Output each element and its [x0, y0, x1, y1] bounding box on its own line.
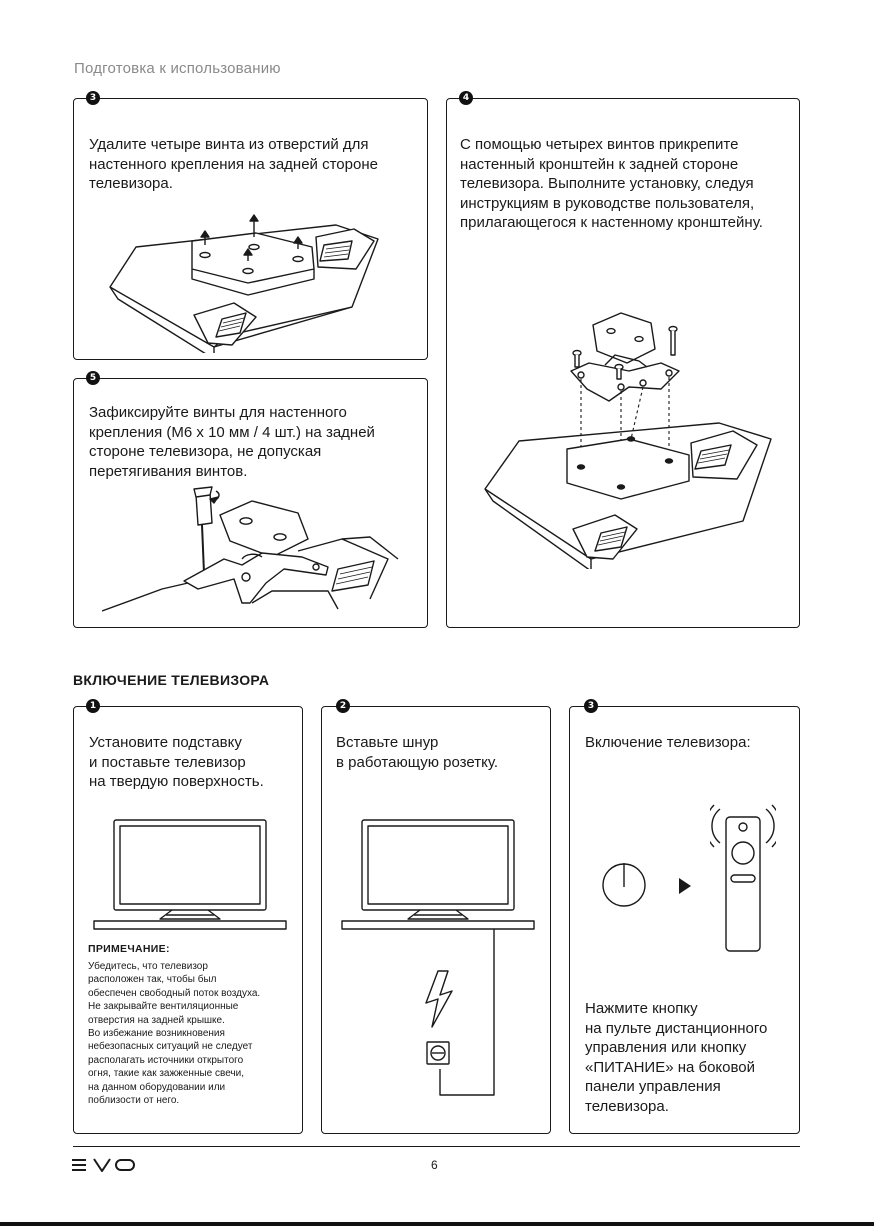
step-tighten-screws-box: 5 Зафиксируйте винты для настенного креп… — [73, 371, 428, 628]
remote-control-icon — [710, 804, 776, 952]
step-text: Вставьте шнур в работающую розетку. — [336, 734, 498, 771]
step-badge: 5 — [86, 371, 100, 385]
lightning-icon — [425, 970, 453, 1028]
brand-logo — [72, 1158, 135, 1172]
section-header: Подготовка к использованию — [74, 60, 281, 77]
step-badge: 3 — [86, 91, 100, 105]
step-place-tv-box: 1 Установите подставку и поставьте телев… — [73, 699, 303, 1134]
step-badge: 4 — [459, 91, 473, 105]
step-remove-screws-box: 3 Удалите четыре винта из отверстий для … — [73, 91, 428, 360]
step-text: Включение телевизора: — [585, 734, 751, 751]
tv-on-stand-icon — [341, 819, 535, 930]
step-text: Удалите четыре винта из отверстий для на… — [89, 136, 378, 192]
step-badge: 3 — [584, 699, 598, 713]
power-button-icon — [602, 863, 646, 907]
screw-removal-icon — [109, 214, 379, 353]
step-detail-text: Нажмите кнопку на пульте дистанционного … — [585, 1000, 768, 1115]
power-on-section-title: ВКЛЮЧЕНИЕ ТЕЛЕВИЗОРА — [73, 672, 270, 688]
note-title: ПРИМЕЧАНИЕ: — [88, 943, 170, 955]
step-turn-on-box: 3 Включение телевизора: Нажмите кнопку н… — [569, 699, 800, 1134]
step-text: С помощью четырех винтов прикрепите наст… — [460, 136, 763, 231]
power-cord — [439, 929, 495, 1096]
step-plug-in-box: 2 Вставьте шнур в работающую розетку. — [321, 699, 551, 1134]
footer-divider — [73, 1146, 800, 1147]
step-text: Зафиксируйте винты для настенного крепле… — [89, 404, 375, 480]
power-outlet-icon — [426, 1041, 450, 1065]
screwdriver-icon — [102, 486, 399, 612]
bottom-border — [0, 1222, 874, 1226]
step-text: Установите подставку и поставьте телевиз… — [89, 734, 264, 790]
wall-bracket-icon — [484, 312, 772, 569]
step-badge: 1 — [86, 699, 100, 713]
step-badge: 2 — [336, 699, 350, 713]
arrow-right-icon — [679, 878, 691, 894]
step-attach-bracket-box: 4 С помощью четырех винтов прикрепите на… — [446, 91, 800, 628]
page-number: 6 — [431, 1158, 438, 1172]
tv-on-stand-icon — [93, 819, 287, 930]
note-body: Убедитесь, что телевизор расположен так,… — [88, 961, 261, 1107]
